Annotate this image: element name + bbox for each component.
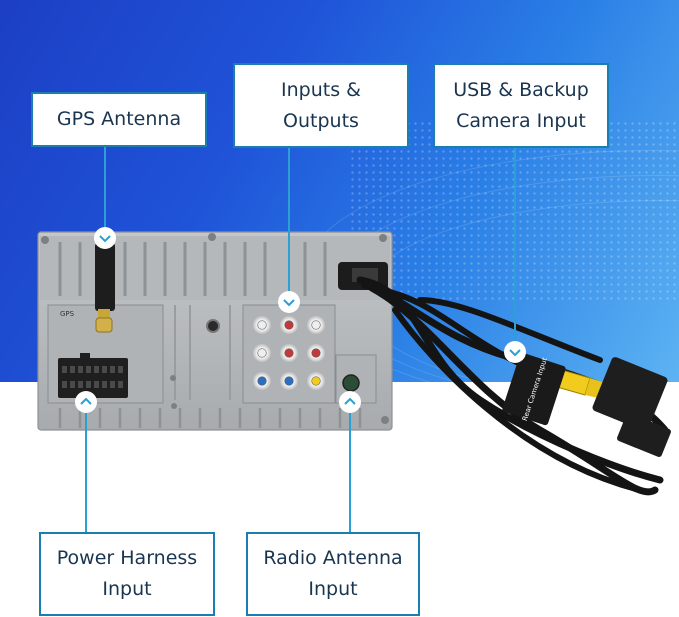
camera-connector: [592, 357, 671, 457]
marker-gps: [94, 227, 116, 249]
callout-gps-antenna: GPS Antenna: [31, 92, 207, 147]
callout-gps-label: GPS Antenna: [56, 108, 182, 130]
gps-port-label: GPS: [60, 310, 75, 318]
camera-cable-tag: Rear Camera Input: [502, 352, 566, 426]
marker-io: [278, 291, 300, 313]
rca-panel: [242, 304, 336, 404]
callout-usb-label: USB & Backup Camera Input: [453, 78, 589, 132]
marker-radio: [339, 391, 361, 413]
callout-radio-label: Radio Antenna Input: [263, 547, 403, 600]
marker-power: [75, 391, 97, 413]
leader-lines: [85, 145, 516, 532]
callout-power-harness: Power Harness Input: [39, 532, 215, 616]
rca-jack-grid: [253, 316, 325, 390]
gps-antenna-connector: [95, 243, 115, 333]
marker-usb: [504, 341, 526, 363]
callout-inputs-outputs: Inputs & Outputs: [233, 63, 409, 148]
leader-markers: [75, 227, 526, 413]
callout-usb-backup-camera: USB & Backup Camera Input: [433, 63, 609, 148]
callout-power-label: Power Harness Input: [56, 547, 198, 600]
power-harness-connector: [58, 353, 128, 398]
callout-radio-antenna: Radio Antenna Input: [246, 532, 420, 616]
callout-io-label: Inputs & Outputs: [281, 78, 361, 132]
